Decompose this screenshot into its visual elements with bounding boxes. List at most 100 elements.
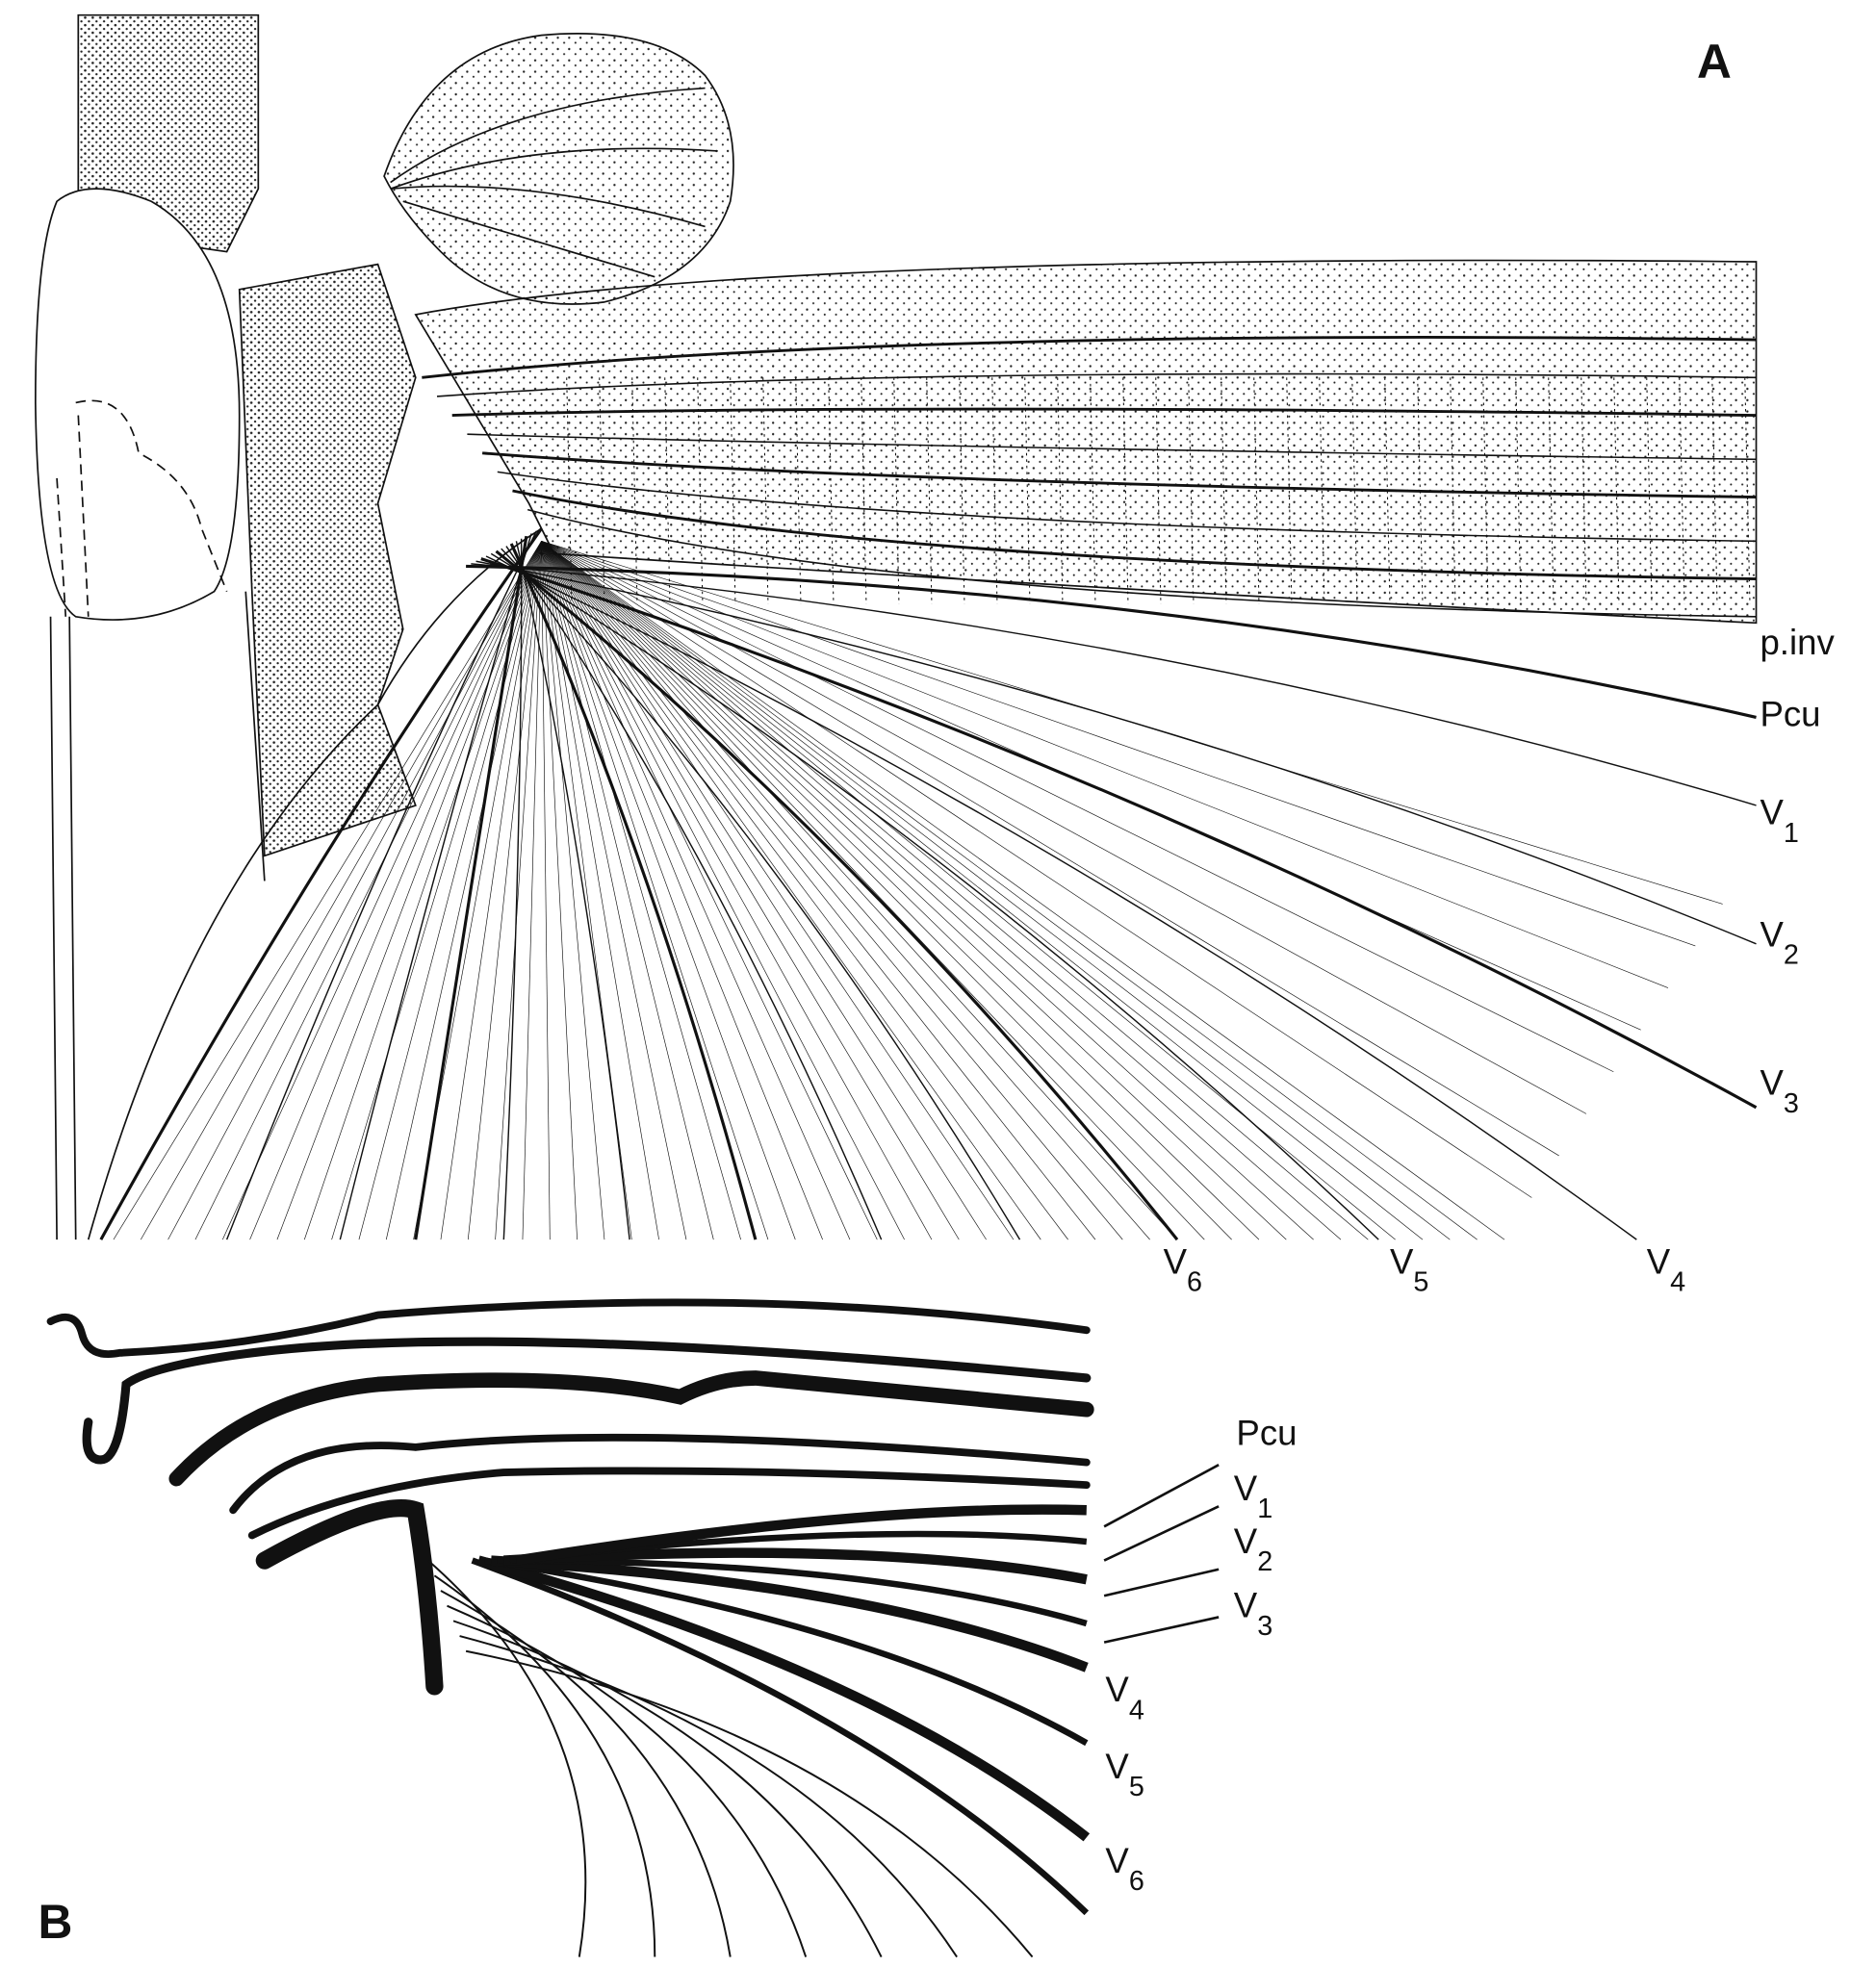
crossvein <box>1679 377 1685 604</box>
crossvein <box>926 377 933 604</box>
b-fan-vein <box>484 1557 1089 1747</box>
vein-label-p-inv: p.inv <box>1760 623 1835 662</box>
fan-fold-line <box>541 541 1614 1073</box>
crossvein <box>795 377 802 604</box>
crossvein <box>1515 377 1522 604</box>
fan-fold-line <box>541 541 1478 1240</box>
forewing-tegmen <box>383 33 734 305</box>
fan-fold-line <box>541 541 960 1240</box>
fan-fold-line <box>541 541 1041 1240</box>
fan-fold-line <box>541 541 1068 1240</box>
crossvein <box>730 377 736 604</box>
crossvein <box>1024 377 1031 604</box>
fan-fold-line <box>541 541 878 1240</box>
fan-fold-line <box>249 541 542 1240</box>
fan-fold-line <box>413 541 542 1240</box>
remigium-vein <box>527 508 1757 618</box>
vein-label-v4: V4 <box>1647 1241 1685 1297</box>
leg <box>49 591 266 1240</box>
crossvein <box>1580 377 1587 604</box>
vein-label-v3: V3 <box>1760 1063 1798 1119</box>
fan-fold-line <box>541 541 1232 1240</box>
panel-b-label: B <box>38 1895 72 1949</box>
crossvein <box>959 377 965 604</box>
crossvein <box>1482 377 1489 604</box>
crossvein <box>893 377 900 604</box>
b-fan-vein <box>490 1555 1089 1673</box>
fan-vein <box>505 546 883 1240</box>
crossvein <box>697 377 704 604</box>
fan-fold-line <box>541 541 1314 1240</box>
base-vein-2 <box>82 1337 1092 1465</box>
panel-a-drawing <box>34 13 1758 1240</box>
b-vein-label-v3: V3 <box>1234 1585 1272 1641</box>
fan-fold-line <box>541 541 1451 1240</box>
b-vein-label-v4: V4 <box>1105 1670 1144 1725</box>
fan-fold-line <box>541 541 1641 1031</box>
panel-a-label: A <box>1697 35 1732 89</box>
fan-fold-line <box>440 541 542 1240</box>
fan-fold-line <box>541 541 1287 1240</box>
b-fan-vein <box>471 1557 1090 1916</box>
fan-fold-line <box>194 541 542 1240</box>
forewing-veins <box>390 87 718 278</box>
fan-vein <box>466 564 1757 719</box>
fan-fold-line <box>221 541 542 1240</box>
b-fan-vein <box>427 1559 587 1957</box>
panel-b-drawing <box>46 1298 1094 1696</box>
crossvein <box>1253 377 1260 604</box>
hindwing-fan-outline <box>87 527 543 1240</box>
remigium-vein <box>467 433 1757 461</box>
fan-fold-line <box>467 541 542 1240</box>
remigium-vein <box>497 471 1757 543</box>
remigium-vein <box>436 372 1757 397</box>
crossvein <box>664 377 671 604</box>
fan-fold-line <box>113 541 542 1240</box>
panel-b-leader-lines <box>1103 1464 1220 1644</box>
fan-vein <box>485 555 1637 1240</box>
fan-vein <box>509 543 758 1240</box>
base-vein-5 <box>247 1467 1091 1540</box>
base-vein-1 <box>46 1298 1091 1358</box>
fan-vein <box>471 563 1757 806</box>
crossvein <box>1417 377 1424 604</box>
fan-fold-line <box>522 541 542 1240</box>
crossvein <box>1351 377 1358 604</box>
fan-fold-line <box>541 541 823 1240</box>
panel-b-vein-labels: Pcu V1 V2 V3 V4 V5 V6 <box>1105 1413 1297 1897</box>
b-fan-vein <box>447 1604 808 1957</box>
fan-fold-line <box>541 541 1178 1240</box>
fan-fold-line <box>541 541 578 1240</box>
crossvein <box>1221 377 1227 604</box>
crossvein <box>1155 377 1162 604</box>
b-fan-vein <box>515 1504 1087 1566</box>
fan-vein <box>502 538 523 1240</box>
fan-fold-line <box>541 541 1505 1240</box>
vein-label-pcu: Pcu <box>1760 695 1820 734</box>
crossvein <box>1384 377 1391 604</box>
fan-fold-line <box>495 541 542 1240</box>
fan-fold-line <box>541 541 741 1240</box>
fan-fold-line <box>385 541 542 1240</box>
crossvein <box>1122 377 1129 604</box>
crossvein <box>631 377 638 604</box>
fan-fold-line <box>541 541 1123 1240</box>
fan-fold-line <box>541 541 905 1240</box>
crossvein <box>1613 377 1620 604</box>
fan-fold-line <box>358 541 542 1240</box>
fan-fold-line <box>541 541 1532 1198</box>
b-fan-vein <box>452 1620 883 1957</box>
panel-a-vein-labels: p.inv Pcu V1 V2 V3 V6 V5 V4 <box>1164 623 1836 1298</box>
b-vein-label-pcu: Pcu <box>1236 1413 1297 1452</box>
fan-fold-line <box>541 541 1669 988</box>
fan-fold-line <box>541 541 1587 1114</box>
b-vein-label-v1: V1 <box>1234 1469 1272 1524</box>
fan-fold-line <box>541 541 714 1240</box>
vein-label-v2: V2 <box>1760 914 1798 970</box>
crossvein <box>599 377 605 604</box>
fan-fold-line <box>541 541 1260 1240</box>
fan-fold-line <box>140 541 542 1240</box>
fan-fold-line <box>331 541 542 1240</box>
crossvein <box>1286 377 1293 604</box>
